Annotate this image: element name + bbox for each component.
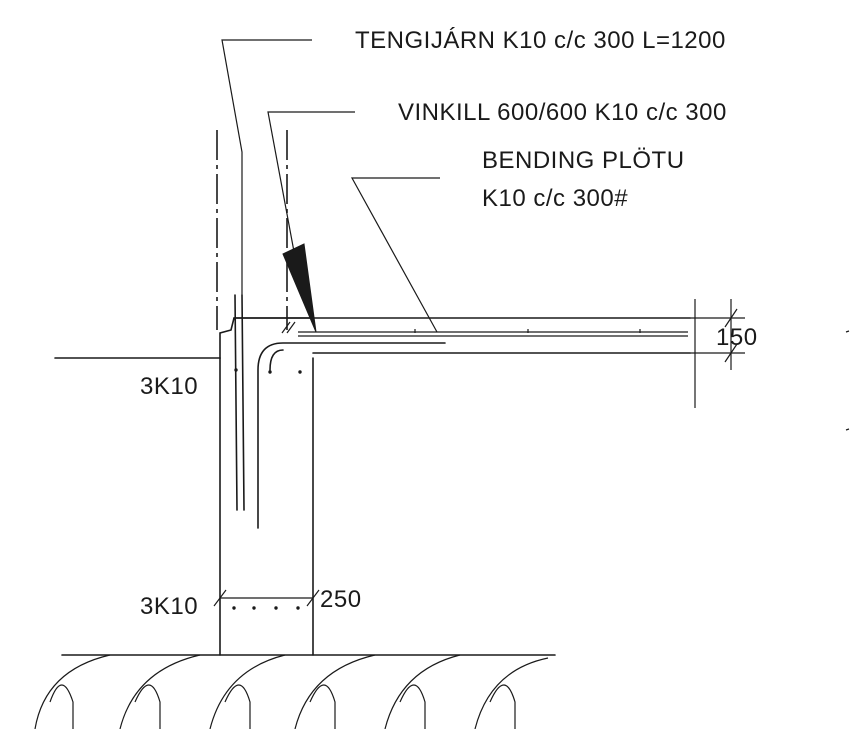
soil-hatching (34, 654, 549, 729)
slab-ticks (414, 329, 641, 333)
label-tengijarn: TENGIJÁRN K10 c/c 300 L=1200 (355, 27, 726, 54)
slab-reinforcement (298, 331, 688, 337)
angle-rebar (257, 342, 446, 529)
starter-bar-2 (241, 294, 245, 511)
vinkill-arrowhead (282, 243, 317, 333)
margin-mark-2 (845, 428, 850, 431)
leader-tengijarn (221, 39, 312, 295)
starter-bar-1 (234, 294, 238, 511)
label-bending-line1: BENDING PLÖTU (482, 147, 685, 174)
label-wall-thickness: 250 (320, 586, 362, 613)
foundation-wall (219, 317, 314, 656)
slab-thickness-dimension (690, 299, 745, 408)
label-bending-line2: K10 c/c 300# (482, 185, 628, 212)
tie-marks (281, 321, 296, 334)
label-vinkill: VINKILL 600/600 K10 c/c 300 (398, 99, 727, 126)
label-rebar-top: 3K10 (140, 373, 198, 400)
leader-vinkill (267, 111, 355, 301)
rebar-dots-top (234, 368, 302, 374)
label-slab-thickness: 150 (716, 324, 758, 351)
leader-bending (350, 177, 440, 333)
margin-mark-1 (845, 330, 850, 333)
wall-thickness-dimension (213, 589, 320, 607)
angle-rebar-inner (269, 349, 284, 371)
label-rebar-bottom: 3K10 (140, 593, 198, 620)
rebar-dots-bottom (232, 606, 300, 610)
